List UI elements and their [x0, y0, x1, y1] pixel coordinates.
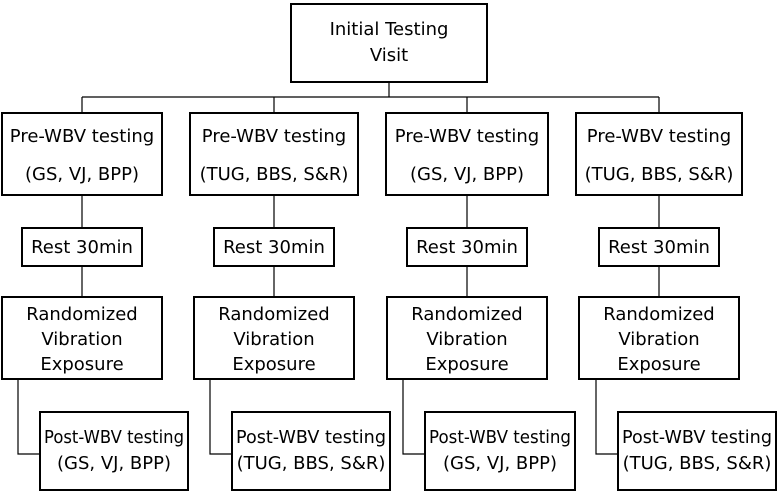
exposure-line-4-2: Vibration [618, 329, 699, 350]
exposure-line-1-3: Exposure [40, 354, 123, 375]
pre-wbv-title-1: Pre-WBV testing [10, 126, 154, 147]
pre-wbv-tests-4: (TUG, BBS, S&R) [585, 164, 734, 185]
exposure-line-1-1: Randomized [26, 304, 137, 325]
post-wbv-testing-box-2: Post-WBV testing (TUG, BBS, S&R) [231, 411, 391, 491]
pre-wbv-testing-box-4: Pre-WBV testing (TUG, BBS, S&R) [575, 112, 743, 196]
connector-exposure-post-1 [17, 379, 40, 455]
vibration-exposure-box-2: Randomized Vibration Exposure [193, 296, 355, 380]
exposure-line-4-1: Randomized [603, 304, 714, 325]
connector-exposure-post-3 [402, 379, 425, 455]
exposure-line-2-1: Randomized [218, 304, 329, 325]
initial-testing-visit-line-2: Visit [370, 45, 408, 66]
rest-label-3: Rest 30min [416, 237, 518, 258]
pre-wbv-title-3: Pre-WBV testing [395, 126, 539, 147]
pre-wbv-title-2: Pre-WBV testing [202, 126, 346, 147]
initial-testing-visit-box: Initial Testing Visit [290, 3, 488, 83]
vibration-exposure-box-1: Randomized Vibration Exposure [1, 296, 163, 380]
pre-wbv-tests-2: (TUG, BBS, S&R) [200, 164, 349, 185]
vibration-exposure-box-4: Randomized Vibration Exposure [578, 296, 740, 380]
connectors [17, 82, 660, 455]
post-wbv-title-1: Post-WBV testing [44, 427, 184, 448]
pre-wbv-testing-box-3: Pre-WBV testing (GS, VJ, BPP) [385, 112, 549, 196]
post-wbv-tests-1: (GS, VJ, BPP) [57, 453, 171, 474]
pre-wbv-testing-box-2: Pre-WBV testing (TUG, BBS, S&R) [189, 112, 359, 196]
exposure-line-3-1: Randomized [411, 304, 522, 325]
post-wbv-testing-box-4: Post-WBV testing (TUG, BBS, S&R) [617, 411, 777, 491]
initial-testing-visit-line-1: Initial Testing [330, 19, 449, 40]
connector-exposure-post-2 [209, 379, 232, 455]
exposure-line-2-2: Vibration [233, 329, 314, 350]
post-wbv-testing-box-1: Post-WBV testing (GS, VJ, BPP) [39, 411, 189, 491]
rest-label-1: Rest 30min [31, 237, 133, 258]
branch-2: Pre-WBV testing (TUG, BBS, S&R) Rest 30m… [189, 112, 391, 491]
pre-wbv-tests-1: (GS, VJ, BPP) [25, 164, 139, 185]
post-wbv-tests-3: (GS, VJ, BPP) [443, 453, 557, 474]
exposure-line-3-3: Exposure [425, 354, 508, 375]
branch-1: Pre-WBV testing (GS, VJ, BPP) Rest 30min… [1, 112, 189, 491]
pre-wbv-tests-3: (GS, VJ, BPP) [410, 164, 524, 185]
rest-box-4: Rest 30min [598, 227, 720, 267]
rest-box-3: Rest 30min [406, 227, 528, 267]
vibration-exposure-box-3: Randomized Vibration Exposure [386, 296, 548, 380]
post-wbv-title-3: Post-WBV testing [429, 427, 571, 448]
post-wbv-testing-box-3: Post-WBV testing (GS, VJ, BPP) [424, 411, 576, 491]
post-wbv-tests-4: (TUG, BBS, S&R) [623, 453, 772, 474]
exposure-line-3-2: Vibration [426, 329, 507, 350]
rest-box-2: Rest 30min [213, 227, 335, 267]
exposure-line-2-3: Exposure [232, 354, 315, 375]
rest-label-4: Rest 30min [608, 237, 710, 258]
rest-label-2: Rest 30min [223, 237, 325, 258]
connector-exposure-post-4 [595, 379, 618, 455]
exposure-line-4-3: Exposure [617, 354, 700, 375]
branch-3: Pre-WBV testing (GS, VJ, BPP) Rest 30min… [385, 112, 576, 491]
branch-4: Pre-WBV testing (TUG, BBS, S&R) Rest 30m… [575, 112, 777, 491]
pre-wbv-title-4: Pre-WBV testing [587, 126, 731, 147]
post-wbv-tests-2: (TUG, BBS, S&R) [237, 453, 386, 474]
exposure-line-1-2: Vibration [41, 329, 122, 350]
pre-wbv-testing-box-1: Pre-WBV testing (GS, VJ, BPP) [1, 112, 163, 196]
rest-box-1: Rest 30min [21, 227, 143, 267]
post-wbv-title-2: Post-WBV testing [236, 427, 386, 448]
post-wbv-title-4: Post-WBV testing [622, 427, 772, 448]
